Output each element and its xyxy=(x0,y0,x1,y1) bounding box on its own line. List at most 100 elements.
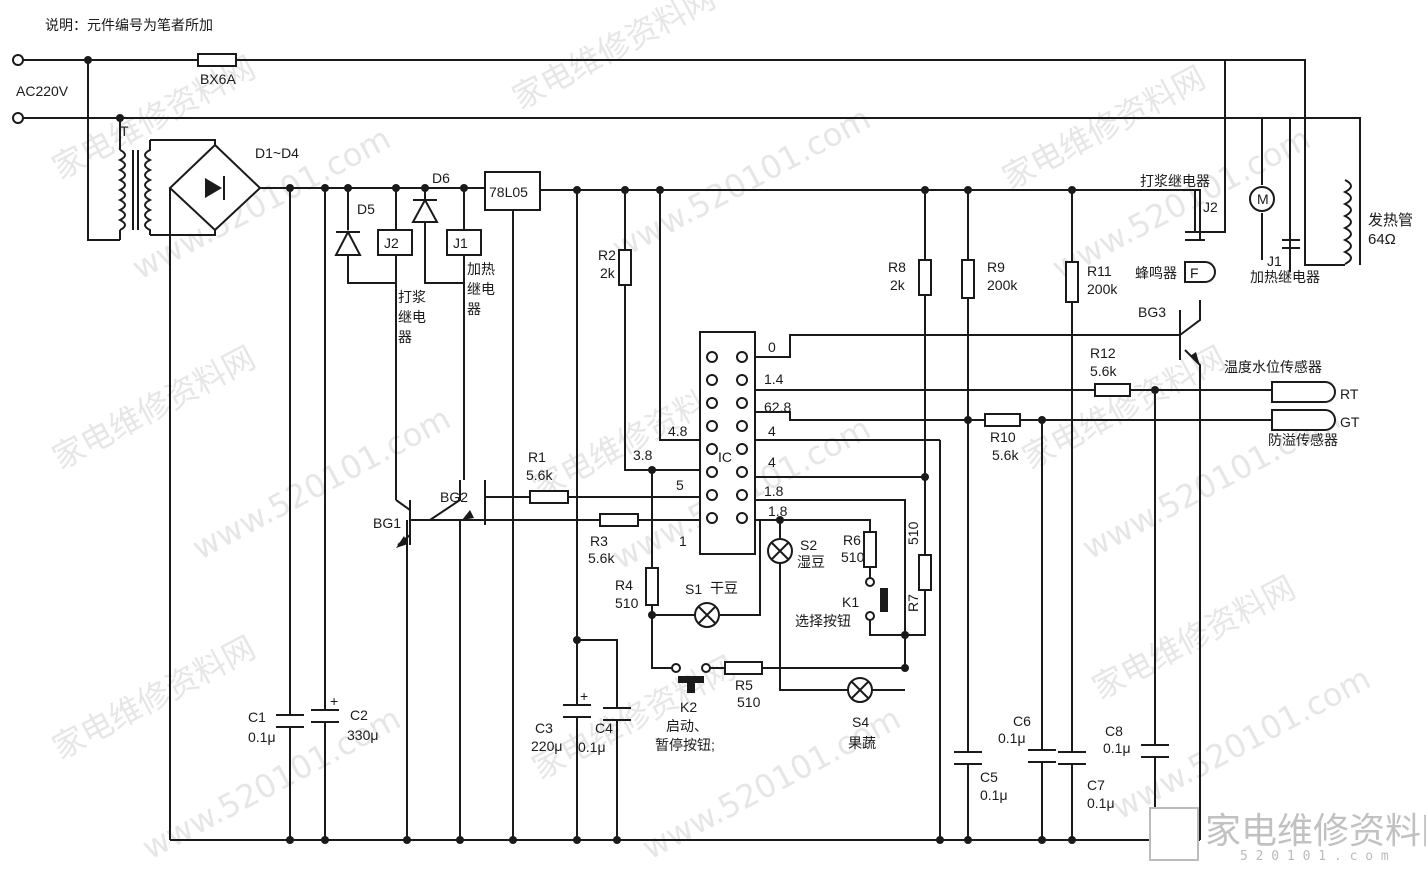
j1-bottom-label: 加热继电器 xyxy=(1250,269,1320,285)
wiring xyxy=(22,59,1361,841)
ac-terminal xyxy=(12,54,24,66)
capacitor-c4 xyxy=(603,707,631,721)
r11-label: R11 xyxy=(1087,263,1112,279)
ic-pin-voltage: 3.8 xyxy=(633,447,653,463)
j1-contact-label: J1 xyxy=(1267,253,1282,269)
regulator-label: 78L05 xyxy=(489,184,528,200)
j1-desc: 继电 xyxy=(467,281,495,297)
bridge-rectifier xyxy=(168,143,262,232)
c5-value: 0.1μ xyxy=(980,787,1008,803)
heater-value: 64Ω xyxy=(1368,231,1396,248)
transformer-label: T xyxy=(120,123,129,139)
c5-label: C5 xyxy=(980,769,998,785)
button-k2[interactable] xyxy=(671,663,711,693)
capacitor-c6 xyxy=(1028,749,1056,763)
svg-text:+: + xyxy=(330,693,338,709)
watermark-text: 家电维修资料网 xyxy=(506,0,722,117)
j2-desc: 继电 xyxy=(398,309,426,325)
ic-pin xyxy=(706,443,718,455)
r5-label: R5 xyxy=(735,677,753,693)
ic-pin xyxy=(706,374,718,386)
overflow-sensor-label: 防溢传感器 xyxy=(1268,432,1338,448)
watermark-text: 家电维修资料网 xyxy=(46,628,262,767)
buzzer-label: 蜂鸣器 xyxy=(1135,265,1177,281)
diode-d6 xyxy=(411,197,439,223)
ac-terminal xyxy=(12,112,24,124)
c6-value: 0.1μ xyxy=(998,730,1026,746)
c2-value: 330μ xyxy=(347,727,378,743)
r8-value: 2k xyxy=(890,277,906,293)
sensor-gt xyxy=(1271,409,1336,431)
transistor-bg2 xyxy=(462,480,486,525)
r4-label: R4 xyxy=(615,577,633,593)
d6-label: D6 xyxy=(432,170,450,186)
resistor-r12 xyxy=(1094,383,1131,397)
ic-label: IC xyxy=(718,449,732,465)
watermark-text: 家电维修资料网 xyxy=(1086,568,1302,707)
bridge-label: D1~D4 xyxy=(255,145,299,161)
button-k1[interactable] xyxy=(865,577,888,621)
motor xyxy=(1249,186,1275,212)
c8-label: C8 xyxy=(1105,723,1123,739)
r8-label: R8 xyxy=(888,259,906,275)
ic-pin xyxy=(736,466,748,478)
resistor-r4 xyxy=(645,567,659,606)
heater-coil xyxy=(1342,179,1352,265)
ic-pin-voltage: 0 xyxy=(768,339,776,355)
sensor-rt xyxy=(1271,381,1336,403)
c4-value: 0.1μ xyxy=(578,739,606,755)
bg3-label: BG3 xyxy=(1138,304,1166,320)
logo-box xyxy=(1149,807,1199,861)
capacitor-c1 xyxy=(276,714,304,728)
watermark-text: www.520101.com xyxy=(606,99,877,267)
k1-desc: 选择按钮 xyxy=(795,613,851,629)
r12-label: R12 xyxy=(1090,345,1116,361)
temp-level-sensor-label: 温度水位传感器 xyxy=(1224,359,1322,375)
k2-desc: 暂停按钮; xyxy=(655,737,715,753)
resistor-r8 xyxy=(918,259,932,296)
watermark-text: www.520101.com xyxy=(186,399,457,567)
r2-value: 2k xyxy=(600,265,616,281)
ic-pin xyxy=(736,420,748,432)
r3-label: R3 xyxy=(590,533,608,549)
capacitor-c7 xyxy=(1058,751,1086,765)
j2-contact-label: J2 xyxy=(1203,199,1218,215)
ic-pin-voltage: 4 xyxy=(768,423,776,439)
c1-label: C1 xyxy=(248,709,266,725)
j1-desc: 器 xyxy=(467,301,481,317)
capacitor-c5 xyxy=(954,751,982,765)
transistor-bg1 xyxy=(395,499,411,548)
relay-coil-j2 xyxy=(377,229,413,256)
r6-label: R6 xyxy=(843,532,861,548)
j2-label: J2 xyxy=(384,235,399,251)
c8-value: 0.1μ xyxy=(1103,740,1131,756)
j2-top-label: 打浆继电器 xyxy=(1140,173,1210,189)
junction-dots xyxy=(84,56,1159,844)
relay-contact-j1 xyxy=(1282,239,1300,249)
r9-label: R9 xyxy=(987,259,1005,275)
resistor-r6 xyxy=(863,531,877,568)
ic-pin xyxy=(736,443,748,455)
ic-pin xyxy=(736,397,748,409)
lamp-s4 xyxy=(847,677,873,703)
resistor-r3 xyxy=(599,513,639,527)
fuse-label: BX6A xyxy=(200,71,236,87)
resistor-r1 xyxy=(529,490,569,504)
ic-pin xyxy=(736,374,748,386)
bg2-label: BG2 xyxy=(440,489,468,505)
watermark-text: 家电维修资料网 xyxy=(46,338,262,477)
capacitor-c2: + xyxy=(311,693,339,723)
r7-value: 510 xyxy=(905,521,921,545)
bg1-label: BG1 xyxy=(373,515,401,531)
relay-coil-j1 xyxy=(446,229,482,256)
ic-pin xyxy=(706,420,718,432)
motor-label: M xyxy=(1257,191,1269,207)
fuse xyxy=(197,53,237,67)
ic-pin xyxy=(706,397,718,409)
ic-pin xyxy=(736,489,748,501)
regulator-78l05 xyxy=(484,171,541,211)
rt-label: RT xyxy=(1340,386,1359,402)
r11-value: 200k xyxy=(1087,281,1118,297)
author-note: 说明：元件编号为笔者所加 xyxy=(45,17,213,33)
